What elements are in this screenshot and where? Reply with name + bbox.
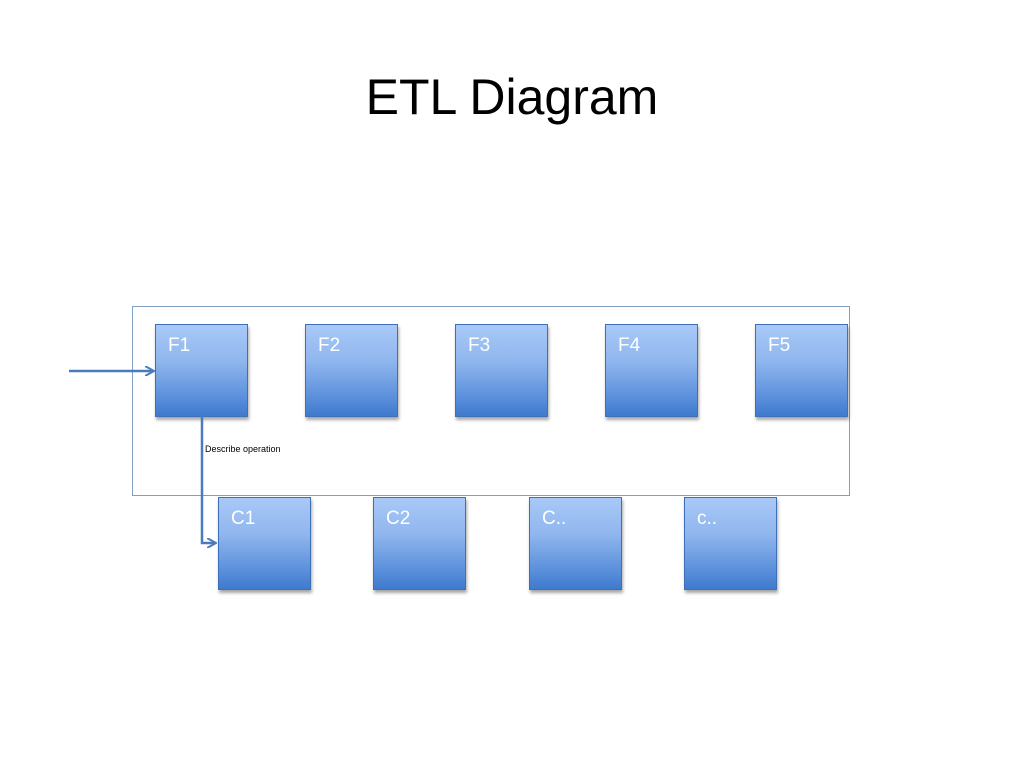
node-label: c.. bbox=[697, 508, 718, 529]
node-f4[interactable]: F4 bbox=[605, 324, 698, 417]
node-c1[interactable]: C1 bbox=[218, 497, 311, 590]
node-label: C1 bbox=[231, 508, 256, 529]
node-label: F5 bbox=[768, 335, 791, 356]
node-f2[interactable]: F2 bbox=[305, 324, 398, 417]
page-title: ETL Diagram bbox=[365, 69, 659, 125]
node-label: C.. bbox=[542, 508, 567, 529]
node-label: F2 bbox=[318, 335, 341, 356]
node-label: F1 bbox=[168, 335, 191, 356]
process-container bbox=[132, 306, 850, 496]
node-f5[interactable]: F5 bbox=[755, 324, 848, 417]
node-label: C2 bbox=[386, 508, 411, 529]
node-c2[interactable]: C2 bbox=[373, 497, 466, 590]
node-label: F3 bbox=[468, 335, 491, 356]
node-f3[interactable]: F3 bbox=[455, 324, 548, 417]
node-f1[interactable]: F1 bbox=[155, 324, 248, 417]
edge-label: Describe operation bbox=[205, 444, 281, 454]
node-label: F4 bbox=[618, 335, 641, 356]
node-c3[interactable]: C.. bbox=[529, 497, 622, 590]
node-c4[interactable]: c.. bbox=[684, 497, 777, 590]
